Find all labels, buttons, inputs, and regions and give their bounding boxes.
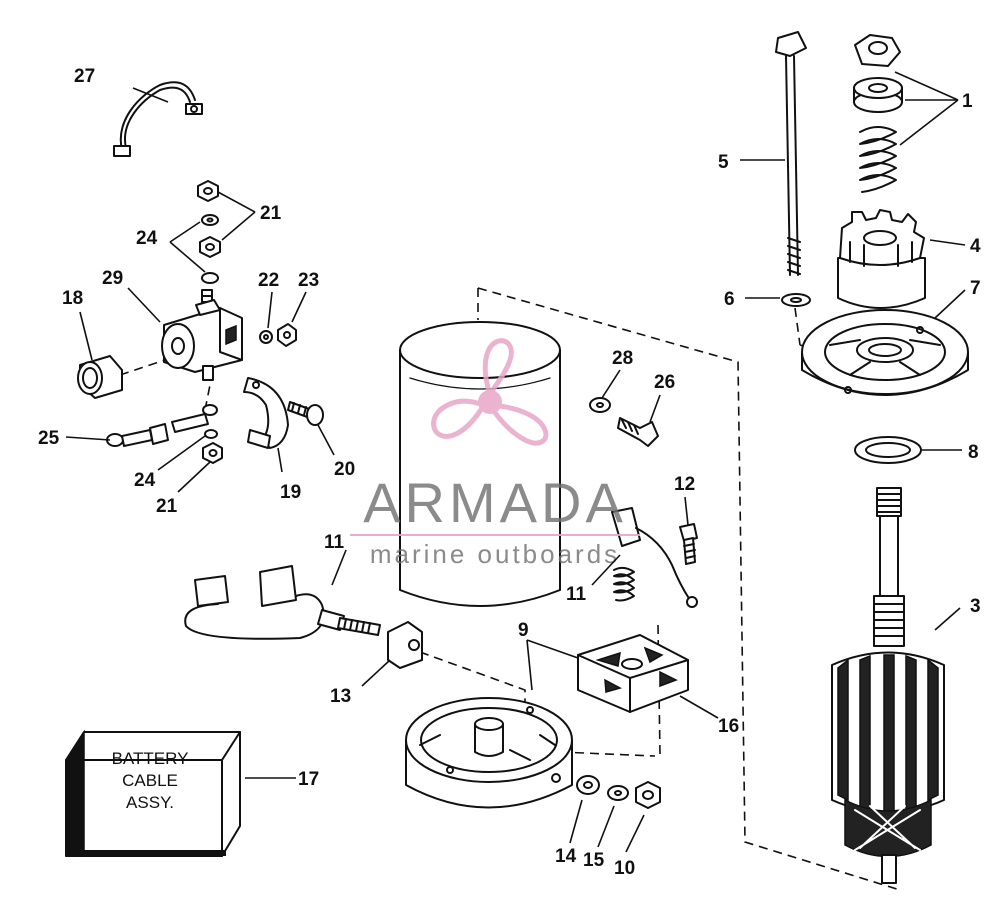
watermark-tagline: marine outboards — [370, 539, 620, 569]
part-5-thru-bolt — [775, 31, 807, 276]
part-7-drive-end-cap — [801, 309, 969, 396]
part-4-drive-pinion — [837, 209, 926, 309]
part-3-armature — [831, 487, 945, 884]
part-1-nut-stop-spring — [853, 34, 903, 193]
battery-box-line-1: BATTERY — [112, 749, 189, 768]
part-16-brush-holder — [577, 634, 689, 713]
callout-1: 1 — [962, 91, 973, 112]
callout-11-mid: 11 — [566, 584, 587, 605]
part-9-commutator-end-cap — [405, 697, 573, 809]
part-15-lockwasher — [607, 785, 629, 801]
callout-8: 8 — [968, 442, 979, 463]
part-21-nut-top — [197, 180, 219, 202]
callout-7: 7 — [970, 278, 981, 299]
callout-labels: 1 3 4 5 6 7 8 9 10 11 11 12 13 14 15 16 … — [38, 66, 981, 879]
battery-box-line-3: ASSY. — [126, 793, 174, 812]
callout-13: 13 — [330, 686, 351, 707]
part-11-brush-right — [611, 507, 698, 608]
part-24-lockwasher-low — [202, 404, 218, 416]
part-24-lockwasher-top — [201, 214, 219, 226]
callout-27: 27 — [74, 66, 95, 87]
callout-11-top: 11 — [324, 532, 345, 553]
callout-18: 18 — [62, 288, 83, 309]
callout-6: 6 — [724, 289, 735, 310]
propeller-logo-icon — [431, 338, 549, 446]
callout-5: 5 — [718, 152, 729, 173]
callout-24-top: 24 — [136, 228, 158, 249]
part-12-screw — [679, 523, 698, 565]
callout-22: 22 — [258, 270, 279, 291]
part-13-terminal — [387, 621, 423, 669]
part-22-lockwasher — [259, 330, 273, 344]
callout-21-bottom: 21 — [156, 496, 178, 517]
callout-9: 9 — [518, 620, 529, 641]
callout-leader-lines — [65, 71, 966, 853]
part-18-boot — [77, 355, 123, 399]
part-23-nut — [277, 323, 297, 347]
part-29-solenoid — [161, 289, 243, 381]
callout-4: 4 — [970, 236, 981, 257]
part-6-lockwasher — [781, 293, 811, 307]
callout-21-top: 21 — [260, 203, 282, 224]
part-26-screw — [617, 417, 659, 447]
callout-3: 3 — [970, 596, 981, 617]
part-20-screw — [287, 401, 324, 426]
part-25-lead — [106, 413, 209, 447]
callout-29: 29 — [102, 268, 123, 289]
callout-19: 19 — [280, 482, 301, 503]
part-19-bracket — [243, 377, 289, 449]
callout-23: 23 — [298, 270, 319, 291]
callout-14: 14 — [555, 846, 577, 867]
callout-24-bottom: 24 — [134, 470, 156, 491]
armada-watermark: ARMADA marine outboards — [350, 338, 640, 569]
part-17-battery-cable-box: BATTERY CABLE ASSY. — [65, 729, 241, 857]
part-21-nut-mid — [199, 236, 221, 258]
part-14-insulator — [576, 775, 600, 795]
callout-10: 10 — [614, 858, 635, 879]
part-10-nut — [635, 781, 661, 809]
callout-16: 16 — [718, 716, 739, 737]
part-11-brush-left — [184, 565, 381, 640]
watermark-brand: ARMADA — [363, 471, 627, 534]
part-24-washer-low2 — [204, 429, 218, 439]
part-24-lockwasher-mid — [201, 272, 219, 284]
part-27-ground-cable — [113, 81, 203, 157]
part-28-washer — [589, 397, 611, 413]
callout-28: 28 — [612, 348, 633, 369]
callout-25: 25 — [38, 428, 60, 449]
field-frame-housing — [399, 321, 561, 607]
part-8-thrust-washer — [854, 436, 922, 464]
callout-17: 17 — [298, 769, 319, 790]
battery-box-line-2: CABLE — [122, 771, 178, 790]
callout-15: 15 — [583, 850, 605, 871]
callout-26: 26 — [654, 372, 675, 393]
callout-20: 20 — [334, 459, 355, 480]
part-21-nut-low — [202, 442, 223, 464]
callout-12: 12 — [674, 474, 695, 495]
